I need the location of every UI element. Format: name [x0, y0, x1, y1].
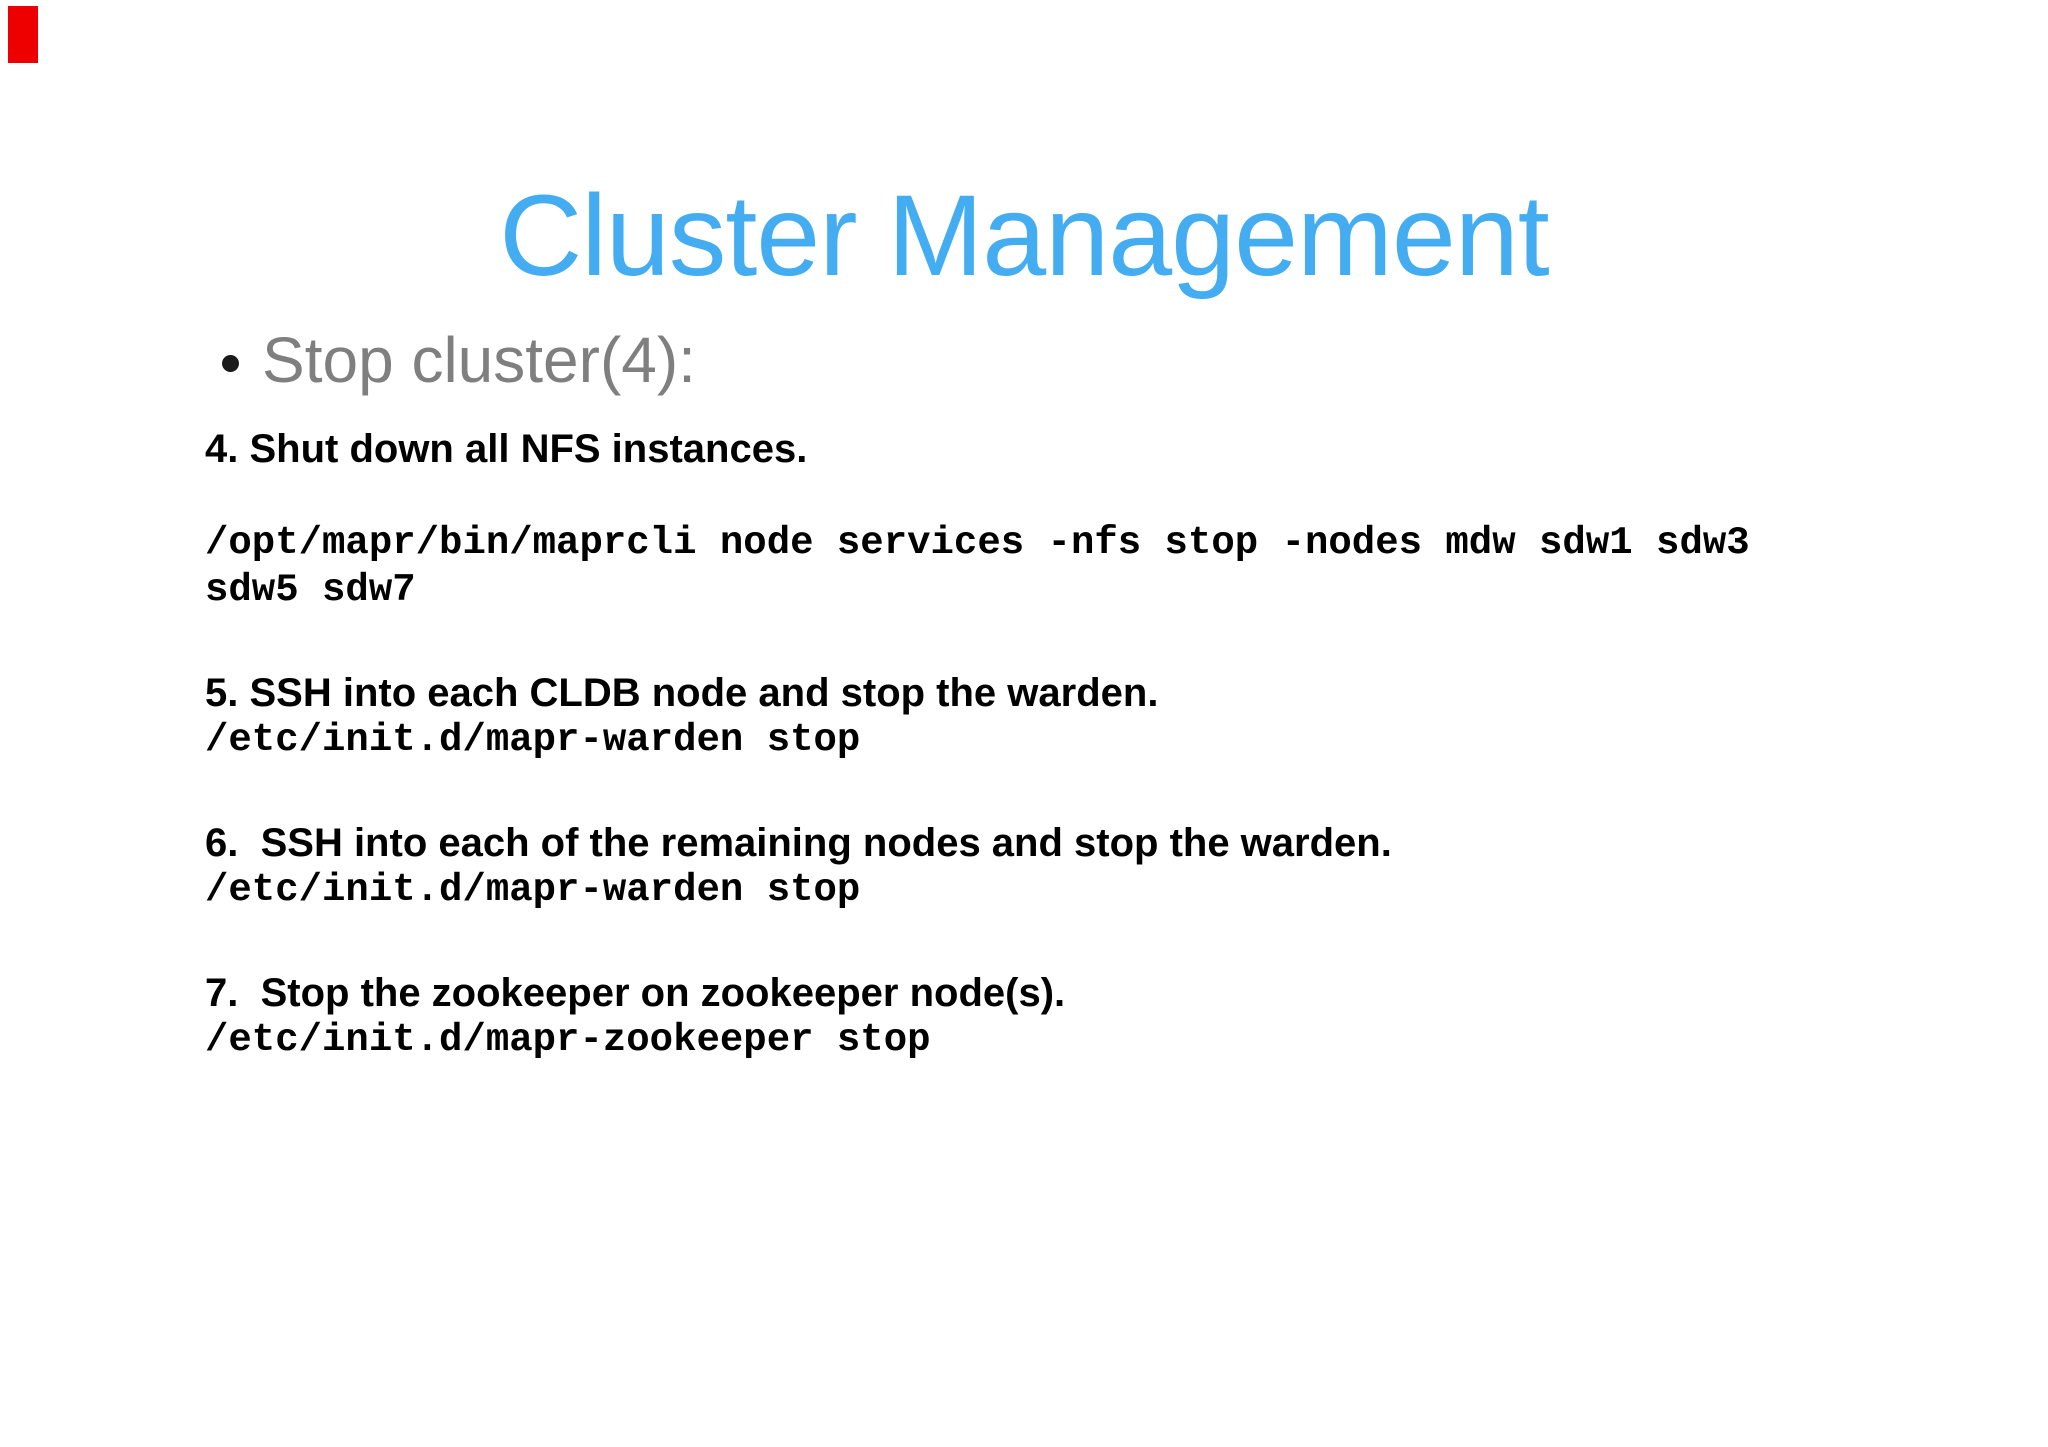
- red-corner-marker: [8, 6, 38, 63]
- command-line: /etc/init.d/mapr-warden stop: [205, 868, 861, 912]
- page-title: Cluster Management: [499, 172, 1549, 300]
- step-heading: 7. Stop the zookeeper on zookeeper node(…: [205, 971, 1066, 1015]
- command-line: /etc/init.d/mapr-warden stop: [205, 718, 861, 762]
- command-line: sdw5 sdw7: [205, 568, 416, 612]
- step-section: 4. Shut down all NFS instances. /opt/map…: [205, 426, 2008, 614]
- step-commands: /etc/init.d/mapr-warden stop: [205, 867, 2008, 914]
- bullet-item: Stop cluster(4):: [222, 325, 696, 392]
- bullet-label: Stop cluster(4):: [262, 324, 696, 396]
- step-section: 6. SSH into each of the remaining nodes …: [205, 820, 2008, 914]
- step-heading: 5. SSH into each CLDB node and stop the …: [205, 671, 1159, 715]
- step-commands: /etc/init.d/mapr-zookeeper stop: [205, 1017, 2008, 1064]
- step-commands: /etc/init.d/mapr-warden stop: [205, 717, 2008, 764]
- step-section: 5. SSH into each CLDB node and stop the …: [205, 670, 2008, 764]
- bullet-dot-icon: [222, 355, 239, 372]
- command-line: /opt/mapr/bin/maprcli node services -nfs…: [205, 521, 1750, 565]
- steps-list: 4. Shut down all NFS instances. /opt/map…: [205, 426, 2008, 1120]
- step-heading: 4. Shut down all NFS instances.: [205, 427, 808, 471]
- command-line: /etc/init.d/mapr-zookeeper stop: [205, 1018, 931, 1062]
- step-heading: 6. SSH into each of the remaining nodes …: [205, 821, 1392, 865]
- step-commands: /opt/mapr/bin/maprcli node services -nfs…: [205, 520, 2008, 614]
- step-section: 7. Stop the zookeeper on zookeeper node(…: [205, 970, 2008, 1064]
